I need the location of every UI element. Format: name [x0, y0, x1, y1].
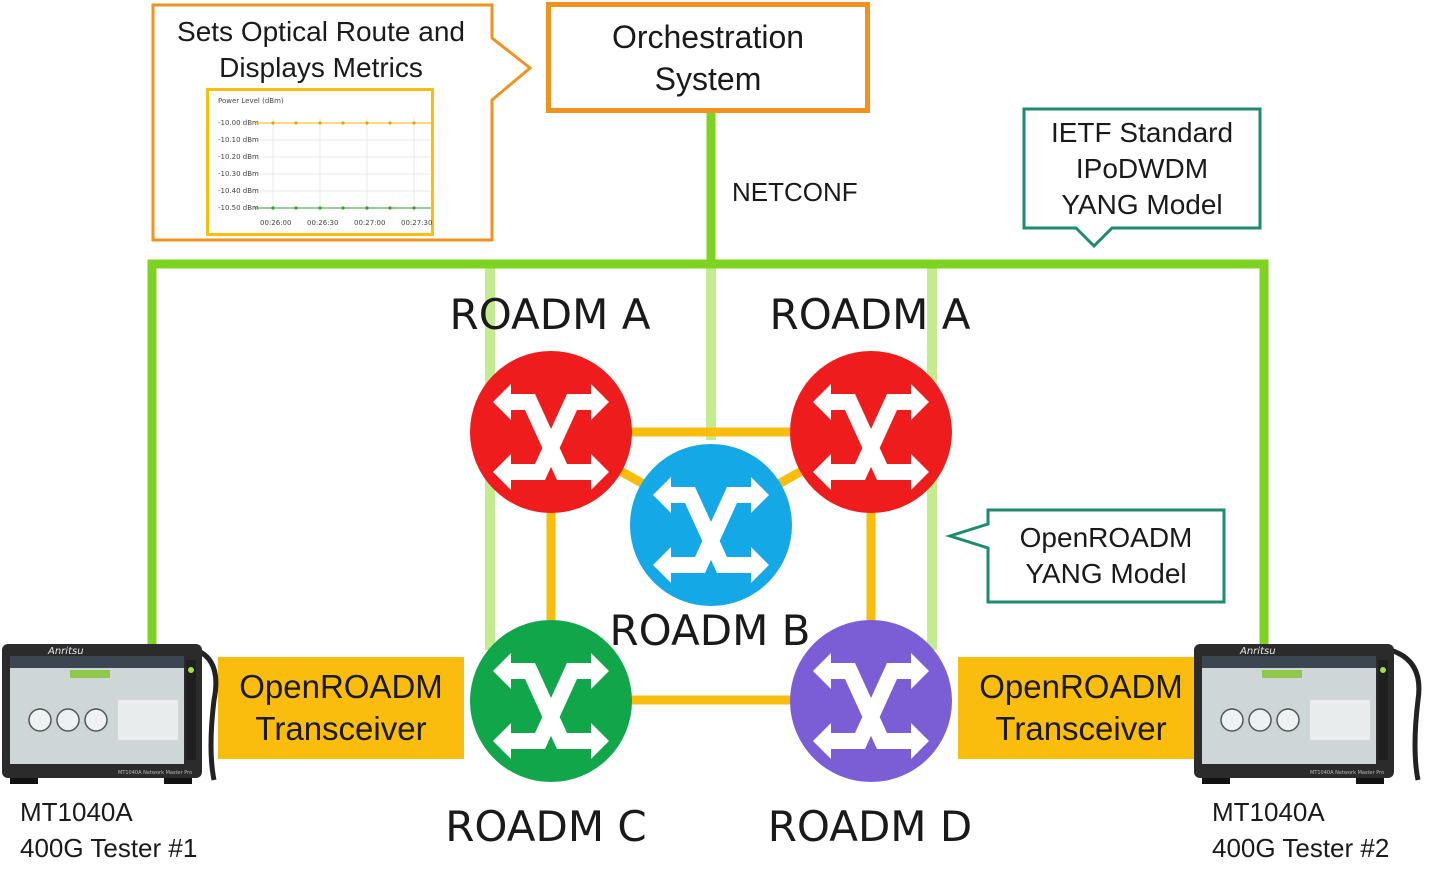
roadm-c-node [470, 620, 632, 782]
tester-left-line2: 400G Tester #1 [20, 833, 198, 863]
x-tick-3: 00:27:30 [401, 219, 432, 227]
y-tick-2: -10.20 dBm [218, 153, 259, 161]
y-tick-3: -10.30 dBm [218, 170, 259, 178]
tester-left-line1: MT1040A [20, 797, 133, 827]
mini-chart-title: Power Level (dBm) [218, 97, 284, 105]
x-tick-0: 00:26:00 [260, 219, 291, 227]
tester-right-line1: MT1040A [1212, 797, 1325, 827]
orchestration-system-box: Orchestration System [546, 2, 870, 113]
orchestration-line1: Orchestration [611, 18, 805, 55]
transceiver-left-line1: OpenROADM [239, 668, 443, 705]
roadm-d-label: ROADM D [767, 802, 973, 851]
transceiver-left: OpenROADM Transceiver [218, 657, 464, 759]
roadm-a-right-label: ROADM A [769, 290, 971, 339]
tester-left-brand: Anritsu [47, 646, 84, 657]
tester-right-line2: 400G Tester #2 [1212, 833, 1390, 863]
roadm-d-node [790, 620, 952, 782]
callout-ietf-line1: IETF Standard [1050, 117, 1234, 148]
roadm-b-node [630, 444, 792, 606]
callout-orch-line1: Sets Optical Route and [177, 16, 465, 47]
netconf-label: NETCONF [732, 177, 858, 207]
transceiver-left-line2: Transceiver [255, 710, 427, 747]
callout-openroadm-line1: OpenROADM [1019, 522, 1193, 553]
callout-orch-line2: Displays Metrics [219, 52, 423, 83]
callout-openroadm-line2: YANG Model [1025, 558, 1187, 589]
x-tick-1: 00:26:30 [307, 219, 338, 227]
y-tick-1: -10.10 dBm [218, 136, 259, 144]
mgmt-bus [147, 259, 1269, 645]
roadm-b-label: ROADM B [609, 606, 811, 655]
y-tick-4: -10.40 dBm [218, 187, 259, 195]
transceiver-right-line2: Transceiver [995, 710, 1167, 747]
x-tick-2: 00:27:00 [354, 219, 385, 227]
tester-left-model-text: MT1040A Network Master Pro [118, 770, 192, 776]
roadm-a-left-label: ROADM A [449, 290, 651, 339]
tester-right-device: Anritsu MT1040A Network Master Pro [1194, 644, 1422, 784]
transceiver-right-line1: OpenROADM [979, 668, 1183, 705]
callout-ietf-line3: YANG Model [1061, 189, 1223, 220]
transceiver-right: OpenROADM Transceiver [958, 657, 1204, 759]
orchestration-line2: System [654, 60, 762, 97]
tester-left-device: Anritsu MT1040A Network Master Pro [2, 644, 219, 784]
tester-right-model-text: MT1040A Network Master Pro [1310, 770, 1384, 776]
y-tick-0: -10.00 dBm [218, 119, 259, 127]
callout-ietf-line2: IPoDWDM [1075, 153, 1209, 184]
tester-right-brand: Anritsu [1239, 646, 1276, 657]
roadm-a-right-node [790, 351, 952, 513]
roadm-c-label: ROADM C [445, 802, 647, 851]
roadm-a-left-node [470, 351, 632, 513]
power-level-mini-chart: Power Level (dBm) -10.00 dBm -10.10 dBm … [206, 88, 434, 236]
y-tick-5: -10.50 dBm [218, 204, 259, 212]
